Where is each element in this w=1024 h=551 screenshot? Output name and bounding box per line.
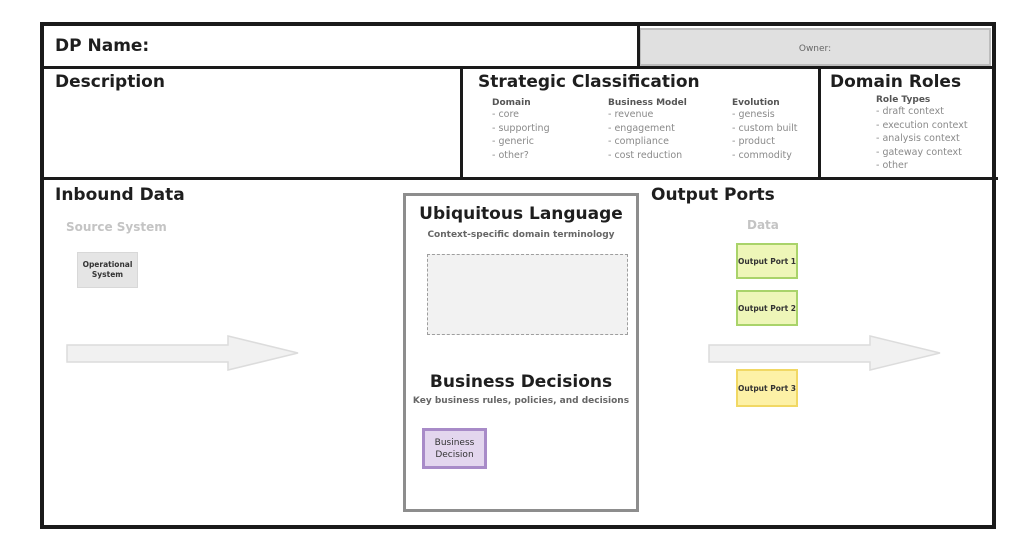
domain-heading: Domain — [492, 98, 531, 108]
inbound-data-title: Inbound Data — [55, 185, 185, 205]
role-type-item: - analysis context — [876, 133, 960, 145]
role-type-item: - other — [876, 160, 908, 172]
data-label: Data — [747, 218, 779, 232]
domain-column: Domain - core - supporting - generic - o… — [492, 98, 550, 162]
operational-system-node[interactable]: Operational System — [77, 252, 138, 288]
role-type-item: - execution context — [876, 119, 968, 131]
row-divider — [40, 177, 998, 180]
business-decisions-title: Business Decisions — [429, 372, 613, 392]
domain-item: - core — [492, 109, 520, 120]
output-port-1[interactable]: Output Port 1 — [736, 243, 798, 279]
role-types-heading: Role Types — [876, 95, 931, 105]
business-model-column: Business Model - revenue - engagement - … — [608, 98, 687, 162]
role-types-column: Role Types - draft context - execution c… — [876, 95, 968, 173]
ubiquitous-language-title: Ubiquitous Language — [419, 204, 623, 224]
evolution-heading: Evolution — [732, 98, 780, 108]
inbound-arrow-icon — [66, 335, 299, 371]
evolution-item: - commodity — [732, 149, 792, 161]
output-port-3[interactable]: Output Port 3 — [736, 369, 798, 407]
ubiquitous-language-subtitle: Context-specific domain terminology — [427, 230, 615, 240]
output-port-2[interactable]: Output Port 2 — [736, 290, 798, 326]
source-system-label: Source System — [66, 220, 167, 234]
evolution-item: - custom built — [732, 122, 798, 134]
dp-name-label: DP Name: — [55, 36, 150, 56]
role-type-item: - gateway context — [876, 146, 962, 158]
outbound-arrow-icon — [708, 335, 941, 371]
strategic-classification-title: Strategic Classification — [478, 72, 700, 92]
role-type-item: - draft context — [876, 106, 944, 117]
owner-label: Owner: — [798, 44, 832, 54]
domain-roles-title: Domain Roles — [830, 72, 962, 92]
description-title: Description — [55, 72, 165, 92]
business-model-item: - engagement — [608, 122, 675, 134]
owner-field[interactable]: Owner: — [639, 28, 991, 66]
canvas-frame — [40, 22, 996, 529]
terminology-placeholder[interactable] — [427, 254, 628, 335]
business-model-item: - cost reduction — [608, 149, 683, 161]
output-ports-title: Output Ports — [651, 185, 775, 205]
business-decision-node[interactable]: Business Decision — [422, 428, 487, 469]
domain-item: - supporting — [492, 122, 550, 134]
evolution-item: - product — [732, 136, 775, 148]
evolution-item: - genesis — [732, 109, 775, 120]
header-bottom-line — [40, 66, 996, 69]
domain-item: - other? — [492, 149, 529, 161]
evolution-column: Evolution - genesis - custom built - pro… — [732, 98, 798, 162]
description-divider — [460, 68, 463, 178]
business-model-item: - revenue — [608, 109, 654, 120]
business-model-heading: Business Model — [608, 98, 687, 108]
domain-item: - generic — [492, 136, 534, 148]
business-model-item: - compliance — [608, 136, 669, 148]
header-divider — [637, 26, 640, 67]
strategic-divider — [818, 68, 821, 178]
business-decisions-subtitle: Key business rules, policies, and decisi… — [412, 396, 630, 406]
